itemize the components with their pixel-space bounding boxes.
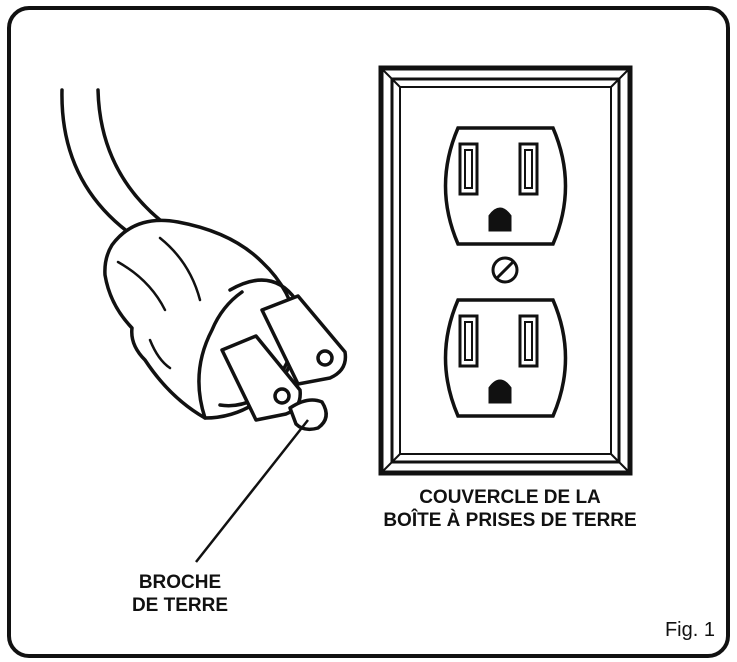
duplex-outlet-icon — [378, 65, 633, 476]
center-screw — [491, 256, 519, 284]
outlet-plate-label-line1: COUVERCLE DE LA — [419, 487, 601, 508]
bottom-receptacle — [443, 298, 568, 418]
ground-pin-label-line2: DE TERRE — [131, 595, 229, 616]
three-prong-plug-icon — [60, 88, 348, 432]
outlet-plate-label: COUVERCLE DE LA BOÎTE À PRISES DE TERRE — [330, 486, 690, 532]
ground-pin-leader — [195, 419, 309, 563]
ground-pin-label-line1: BROCHE — [138, 572, 222, 593]
top-receptacle — [443, 126, 568, 246]
outlet-plate-label-line2: BOÎTE À PRISES DE TERRE — [383, 510, 637, 531]
ground-pin-label: BROCHE DE TERRE — [110, 571, 250, 617]
figure-caption: Fig. 1 — [664, 619, 715, 641]
